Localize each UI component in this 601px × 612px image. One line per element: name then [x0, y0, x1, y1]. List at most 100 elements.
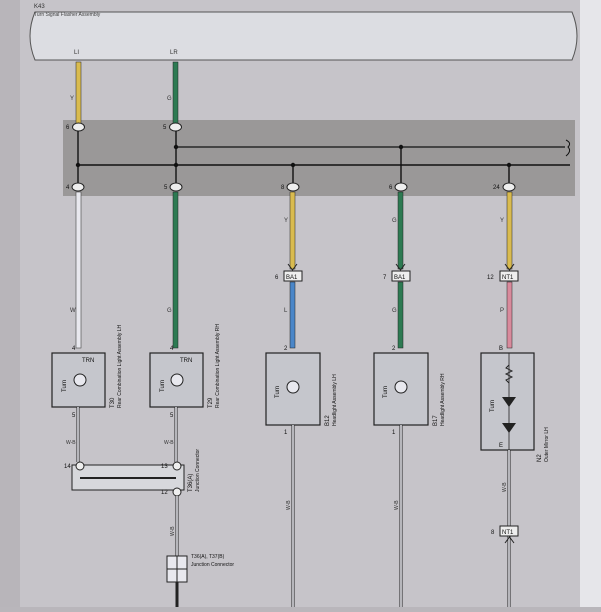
component-lamp: Turn: [62, 380, 68, 392]
lamp-icon: [286, 380, 300, 394]
wire-green-b17-lower: [397, 281, 404, 349]
component-n2: B E Turn N2 Outer Mirror LH: [480, 346, 550, 462]
wire-code: W-B: [170, 526, 176, 536]
chevron-down-icon: [287, 263, 298, 271]
flasher-assembly-box: [29, 11, 578, 61]
splice-connector-label: BA1: [286, 275, 298, 281]
splice-dot: [173, 144, 179, 150]
component-pin: E: [499, 443, 503, 449]
wire-code: L: [284, 308, 288, 314]
page-margin: [580, 0, 601, 607]
wire-code: Y: [500, 218, 504, 224]
splice-dot: [290, 162, 296, 168]
chevron-down-icon: [395, 263, 406, 271]
junction-pin: [172, 487, 182, 497]
component-pin: 2: [284, 346, 288, 352]
splice-connector-pin: 6: [275, 275, 279, 281]
flasher-code: K43: [34, 4, 45, 10]
splice-dot: [173, 162, 179, 168]
component-lamp: Turn: [490, 400, 496, 412]
component-lamp: Turn: [160, 380, 166, 392]
component-pin: B: [499, 346, 503, 352]
component-b12: 2 1 Turn B12 Headlight Assembly LH: [265, 346, 338, 436]
band-pin: 6: [389, 185, 393, 191]
band-connector: [502, 182, 516, 192]
wire-code: W-B: [66, 440, 76, 446]
junction-id: T36(A): [188, 474, 194, 492]
lamp-icon: [170, 373, 184, 387]
wire-green-t29: [172, 191, 179, 349]
component-pin: 5: [170, 413, 174, 419]
wire-code: G: [167, 308, 172, 314]
band-connector: [286, 182, 300, 192]
wire-code: W-B: [286, 500, 292, 510]
wire-top-green: [172, 61, 179, 125]
splice-connector-box: [283, 270, 303, 282]
wire-code: G: [392, 308, 397, 314]
wire-code: W-B: [502, 482, 508, 492]
junction-lower-name: Junction Connector: [191, 562, 234, 568]
lamp-icon: [73, 373, 87, 387]
band-pin-top-right: 5: [163, 125, 167, 131]
wire-code: W-B: [394, 500, 400, 510]
splice-connector-b17: BA1 7: [383, 263, 411, 282]
junction-connector: 14 13 12 T36(A) Junction Connector: [64, 449, 201, 497]
component-face: TRN: [180, 358, 192, 364]
page-sheet: [20, 0, 580, 607]
resistor-icon: [504, 364, 514, 384]
component-id: B17: [433, 415, 439, 426]
band-pin: 4: [66, 185, 70, 191]
component-name: Outer Mirror LH: [544, 427, 550, 462]
wire-yellow-b12: [289, 191, 296, 270]
junction-pin-label: 12: [161, 490, 168, 496]
wire-break-icon: [565, 139, 571, 157]
junction-name: Junction Connector: [195, 449, 201, 492]
wire-code: Y: [284, 218, 288, 224]
component-pin: 1: [284, 430, 288, 436]
junction-pin-label: 14: [64, 464, 71, 470]
splice-connector-n2: NT1 12: [487, 263, 519, 282]
component-pin: 2: [392, 346, 396, 352]
component-id: B12: [325, 415, 331, 426]
flasher-pin-left: LI: [74, 50, 79, 56]
wire-green-b17: [397, 191, 404, 270]
chevron-up-icon: [504, 536, 515, 544]
band-connector: [71, 182, 85, 192]
wire-code-top-left: Y: [70, 96, 74, 102]
splice-connector-pin: 12: [487, 275, 494, 281]
component-t29: TRN 4 5 Turn T29 Rear Combination Light …: [149, 324, 221, 419]
wire-pink-n2: [506, 281, 513, 349]
band-connector-top-left: [72, 122, 85, 132]
component-id: T30: [110, 397, 116, 408]
band-pin: 24: [493, 185, 500, 191]
component-pin: 1: [392, 430, 396, 436]
wire-white: [75, 191, 82, 349]
component-name: Rear Combination Light Assembly RH: [215, 324, 221, 408]
component-id: T29: [208, 397, 214, 408]
splice-connector-box: [499, 525, 519, 537]
band-pin-top-left: 6: [66, 125, 70, 131]
band-connector: [394, 182, 408, 192]
component-face: TRN: [82, 358, 94, 364]
band-connector-top-right: [169, 122, 182, 132]
junction-pin: [172, 461, 182, 471]
wire-code: G: [392, 218, 397, 224]
chevron-down-icon: [504, 263, 515, 271]
connector-band: [63, 120, 575, 196]
component-b17: 2 1 Turn B17 Headlight Assembly RH: [373, 346, 446, 436]
junction-lower-label: T36(A), T37(B): [191, 554, 225, 560]
splice-dot: [506, 162, 512, 168]
component-t30: TRN 4 5 Turn T30 Rear Combination Light …: [51, 325, 123, 419]
flasher-title: Turn Signal Flasher Assembly: [34, 12, 101, 18]
splice-connector-pin: 8: [491, 530, 495, 536]
band-pin: 8: [281, 185, 285, 191]
band-pin: 5: [164, 185, 168, 191]
component-name: Headlight Assembly RH: [440, 373, 446, 426]
component-name: Headlight Assembly LH: [332, 374, 338, 426]
splice-dot: [75, 162, 81, 168]
band-bottom-connectors: 4 5 8 6 24: [66, 182, 516, 192]
wire-blue-b12: [289, 281, 296, 349]
splice-connector-box: [391, 270, 411, 282]
